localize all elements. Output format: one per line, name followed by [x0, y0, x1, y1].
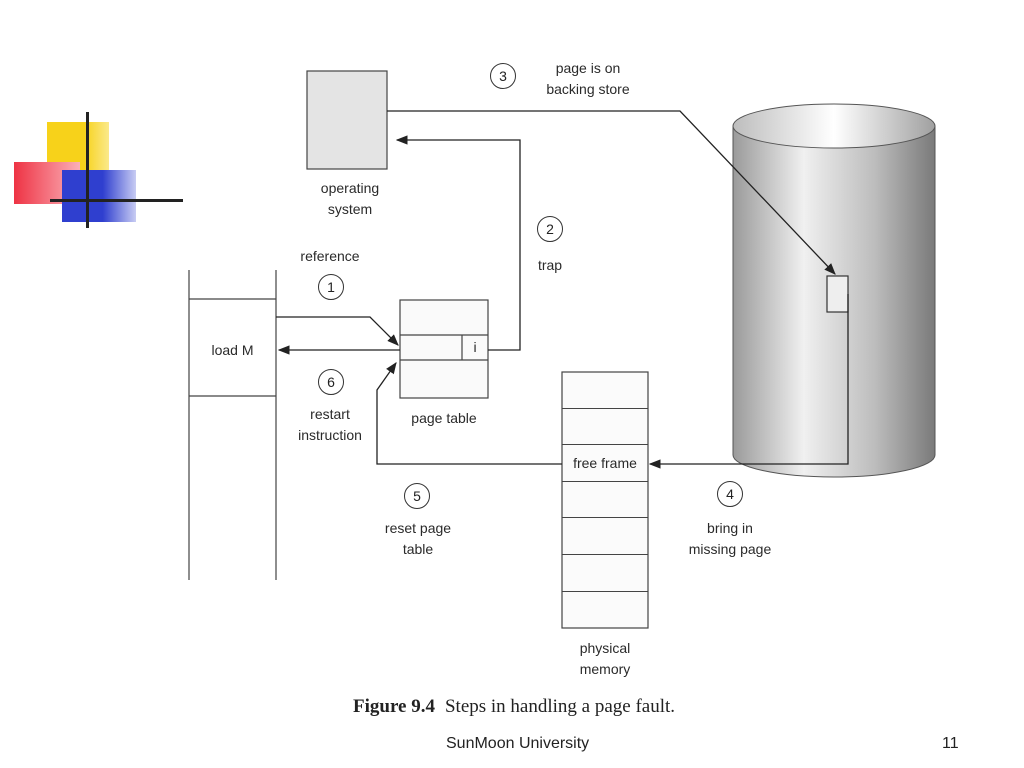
step-5-number: 5 — [404, 483, 430, 509]
memory-frame-divider — [562, 517, 648, 553]
step-5-label: reset page table — [366, 518, 470, 560]
logo-horizontal-line — [50, 199, 183, 202]
step-4-label-line2: missing page — [688, 541, 772, 557]
free-frame-label: free frame — [573, 455, 637, 471]
step-5-label-line2: table — [402, 541, 434, 557]
figure-number: Figure 9.4 — [353, 696, 435, 717]
memory-frame-divider — [562, 481, 648, 517]
footer-institution: SunMoon University — [446, 735, 590, 752]
memory-frame-divider — [562, 554, 648, 590]
step-4-number: 4 — [717, 481, 743, 507]
step-6-number: 6 — [318, 369, 344, 395]
os-label: operating system — [300, 178, 400, 220]
step-2-label: trap — [537, 257, 563, 273]
step-3-number: 3 — [490, 63, 516, 89]
process-instruction: load M — [211, 342, 254, 358]
step-3-label-line2: backing store — [546, 81, 630, 97]
arrow-reset-page-table — [376, 362, 562, 465]
step-6-label-line1: restart — [310, 406, 350, 422]
step-5-label-line1: reset page — [384, 520, 452, 536]
physical-memory-label-line2: memory — [579, 661, 631, 677]
os-label-line1: operating — [320, 180, 380, 196]
figure-caption: Figure 9.4 Steps in handling a page fault… — [353, 696, 675, 718]
physical-memory-box — [561, 371, 649, 629]
step-3-label: page is on backing store — [528, 58, 648, 100]
step-6-label-line2: instruction — [298, 427, 362, 443]
figure-caption-text: Steps in handling a page fault. — [444, 696, 676, 717]
memory-frame-divider — [562, 591, 648, 627]
logo-vertical-line — [86, 112, 89, 228]
arrow-bring-in-page — [648, 294, 849, 469]
arrow-reference — [276, 316, 399, 346]
physical-memory-label: physical memory — [555, 638, 655, 680]
step-3-label-line1: page is on — [555, 60, 621, 76]
arrow-trap — [395, 135, 521, 351]
step-1-label: reference — [300, 248, 360, 264]
memory-frame-divider — [562, 408, 648, 444]
step-6-label: restart instruction — [280, 404, 380, 446]
page-table-bit: i — [473, 339, 477, 355]
process-memory — [188, 270, 277, 580]
physical-memory-label-line1: physical — [579, 640, 631, 656]
os-label-line2: system — [327, 201, 373, 217]
arrow-backing-store — [387, 110, 836, 275]
step-4-label: bring in missing page — [670, 518, 790, 560]
step-1-number: 1 — [318, 274, 344, 300]
missing-page-block — [826, 275, 849, 313]
page-table-box — [399, 299, 489, 399]
memory-frame-divider — [562, 444, 648, 480]
os-box — [306, 70, 388, 170]
logo-blue-square — [62, 170, 136, 222]
slide-page-number: 11 — [942, 735, 959, 752]
page-table-label: page table — [411, 410, 477, 426]
step-4-label-line1: bring in — [707, 520, 753, 536]
step-2-number: 2 — [537, 216, 563, 242]
